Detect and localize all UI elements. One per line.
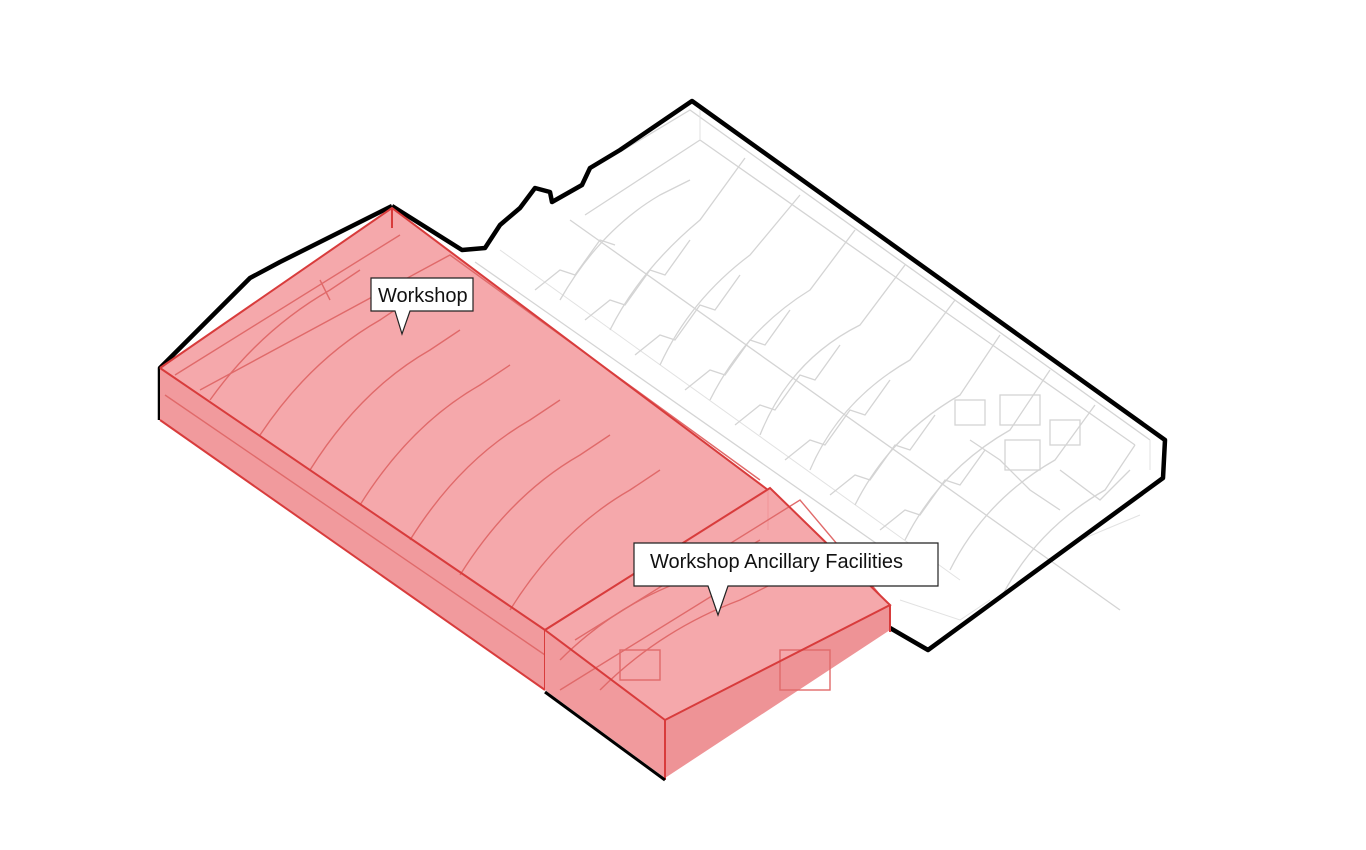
ancillary-callout-box — [633, 542, 939, 617]
ancillary-front-face — [545, 630, 665, 778]
workshop-volume — [159, 206, 770, 691]
ancillary-callout: Workshop Ancillary Facilities — [633, 542, 939, 617]
building-remainder — [157, 98, 1168, 653]
building-roof-surface — [392, 102, 1165, 650]
workshop-top-face — [160, 208, 768, 630]
workshop-callout: Workshop — [370, 277, 474, 336]
building-outline-north — [390, 98, 1168, 653]
workshop-callout-box — [370, 277, 474, 336]
ancillary-side-face — [665, 605, 890, 778]
workshop-ribs — [164, 234, 761, 656]
structural-frames — [474, 108, 1151, 621]
workshop-label: Workshop — [378, 285, 468, 307]
workshop-front-face — [160, 368, 545, 690]
ancillary-label: Workshop Ancillary Facilities — [650, 551, 903, 573]
